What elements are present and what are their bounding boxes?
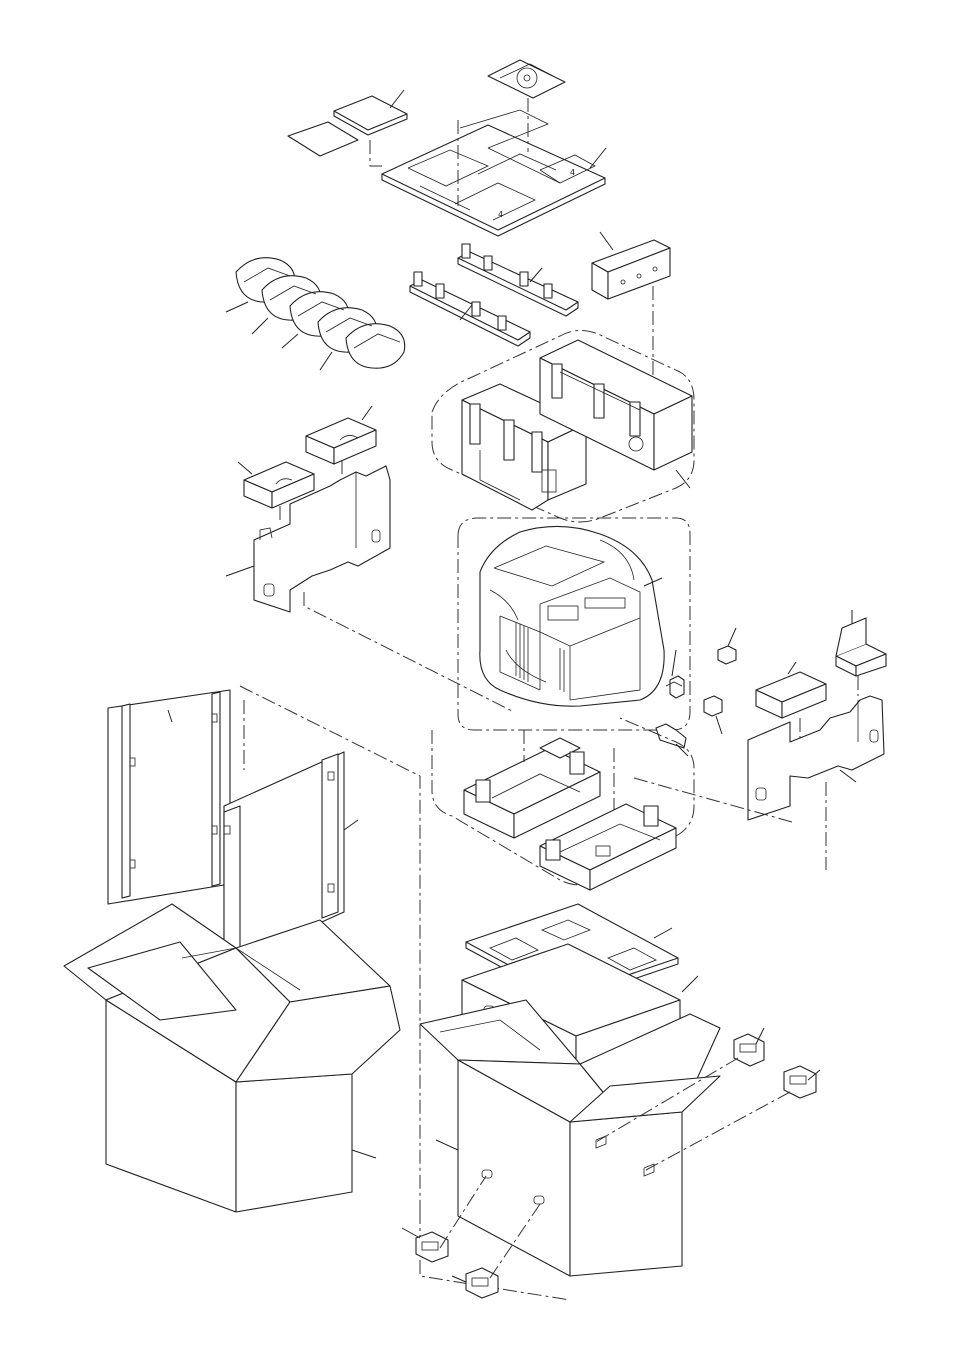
upper-foam-cushions (432, 330, 694, 522)
lower-foam-cushions (432, 718, 792, 890)
svg-text:4: 4 (498, 210, 503, 219)
small-clips (656, 628, 736, 756)
cardboard-rails (410, 244, 578, 346)
manual-booklets (288, 90, 407, 156)
svg-text:4: 4 (570, 168, 575, 177)
open-outer-carton (64, 904, 400, 1212)
wrapped-machine (458, 518, 690, 730)
right-side-pads (748, 610, 886, 870)
cd-sleeve (488, 60, 565, 98)
accessory-bags (226, 258, 405, 370)
top-accessory-tray: 4 4 (370, 98, 606, 236)
